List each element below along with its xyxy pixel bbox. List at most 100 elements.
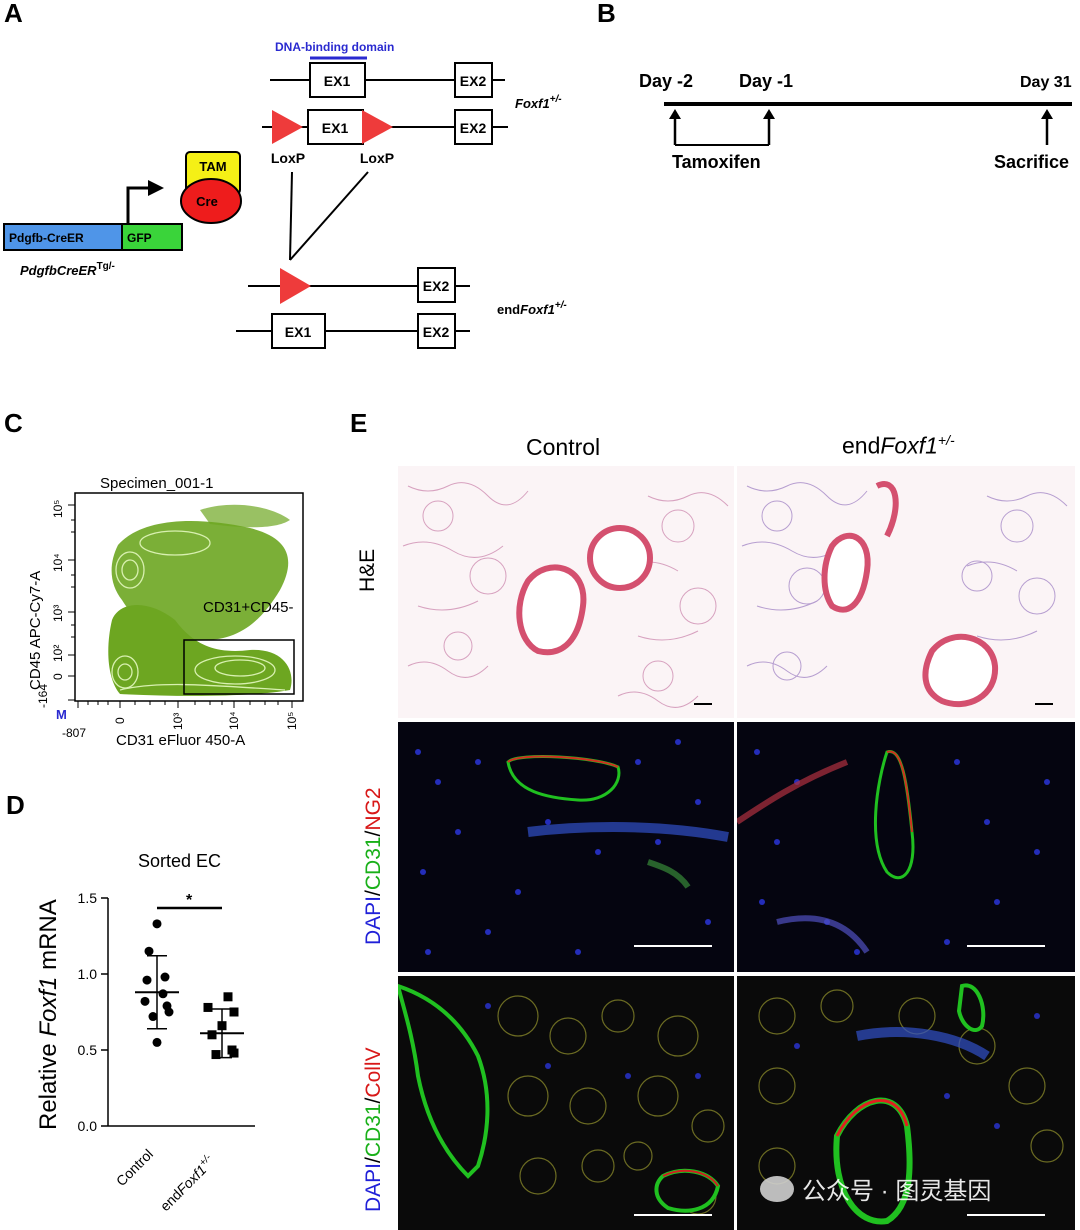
dna-binding-domain-label: DNA-binding domain	[275, 40, 394, 54]
allele1-ex1	[309, 62, 366, 98]
flow-specimen-title: Specimen_001-1	[100, 475, 213, 492]
gate-box	[183, 639, 295, 695]
allele2-ex1-label: EX1	[322, 120, 349, 136]
panel-b-timeline: Day -2 Day -1 Day 31 Tamoxifen Sacrifice	[639, 71, 1072, 172]
recomb-line-right	[289, 171, 369, 261]
loxp-triangle-1	[272, 110, 303, 144]
panel-d-dot-plot: Sorted EC Relative Foxf1 mRNA 0.0 0.5 1.0 1…	[35, 851, 255, 1214]
data-point	[223, 992, 233, 1002]
panel-c-flow-plot: Specimen_001-1 CD31+CD45- 10⁵ 10⁴ 10³ 10…	[27, 475, 304, 749]
flow-ylabel: CD45 APC-Cy7-A	[27, 571, 44, 690]
allele1-ex2	[454, 62, 493, 98]
allele1-ex1-label: EX1	[324, 73, 351, 89]
flow-xlabel: CD31 eFluor 450-A	[116, 732, 245, 749]
promoter-arrow	[126, 186, 150, 224]
day-31-label: Day 31	[1020, 74, 1072, 91]
pdgfb-creer-label: Pdgfb-CreER	[9, 231, 84, 245]
data-point	[203, 1002, 213, 1012]
panel-d-letter: D	[6, 790, 25, 820]
significance-star: *	[186, 892, 193, 909]
y-tick-1e5: 10⁵	[51, 500, 65, 518]
x-tick-1e3: 10³	[171, 713, 185, 730]
data-point	[144, 946, 154, 956]
loxp-triangle-2	[362, 110, 393, 144]
if-collv-image-control	[398, 976, 734, 1230]
loxp-label-2: LoxP	[360, 150, 394, 166]
x-tick-1e5: 10⁵	[285, 712, 299, 730]
y-tick-label: 1.0	[78, 966, 98, 982]
y-tick-1e3: 10³	[51, 605, 65, 622]
data-point	[207, 1030, 217, 1040]
y-tick-neg164: -164	[36, 684, 50, 708]
col-header-control: Control	[526, 434, 601, 460]
allele2-ex2-label: EX2	[460, 120, 487, 136]
gfp-label: GFP	[127, 231, 152, 245]
recomb-ex2	[417, 267, 456, 303]
day-minus2-label: Day -2	[639, 71, 693, 91]
y-tick-label: 1.5	[78, 890, 98, 906]
y-tick-label: 0.5	[78, 1042, 98, 1058]
wt-ex1-label: EX1	[285, 324, 312, 340]
y-tick-0: 0	[51, 673, 65, 680]
data-point	[160, 972, 170, 982]
x-tick-neg807: -807	[62, 726, 86, 740]
day-minus1-label: Day -1	[739, 71, 793, 91]
wt-ex2	[417, 313, 456, 349]
recomb-line-left	[289, 171, 293, 261]
recomb-ex2-label: EX2	[423, 278, 450, 294]
flow-m-marker: M	[56, 707, 67, 722]
allele1-ex2-label: EX2	[460, 73, 487, 89]
if-ng2-image-control	[398, 722, 734, 972]
cre-ellipse	[180, 178, 242, 224]
data-point	[152, 1037, 162, 1047]
row-label-ng2: DAPI/CD31/NG2	[362, 787, 385, 945]
dotplot-points	[135, 919, 244, 1060]
data-point	[140, 996, 150, 1006]
dotplot-y-ticks: 0.0 0.5 1.0 1.5	[78, 890, 108, 1134]
x-label-endfoxf1: endFoxf1+/-	[156, 1152, 218, 1214]
he-image-control	[398, 466, 734, 718]
wt-ex2-label: EX2	[423, 324, 450, 340]
y-tick-1e4: 10⁴	[51, 553, 65, 572]
cre-label: Cre	[196, 194, 218, 209]
wt-ex1	[271, 313, 326, 349]
dotplot-ylabel: Relative Foxf1 mRNA	[35, 899, 62, 1130]
dotplot-title: Sorted EC	[138, 851, 221, 871]
flow-density-cloud	[108, 504, 292, 696]
x-tick-0: 0	[113, 717, 127, 724]
row-label-collv: DAPI/CD31/CollV	[362, 1047, 385, 1212]
panel-e-letter: E	[350, 408, 368, 438]
panel-b-letter: B	[597, 0, 616, 28]
data-point	[142, 975, 152, 985]
flow-contours	[111, 530, 286, 691]
endfoxf1-allele-label: endFoxf1+/-	[497, 300, 567, 317]
transgene-label: PdgfbCreERTg/-	[20, 261, 115, 278]
loxp-triangle-recombined	[280, 268, 311, 304]
panel-a-letter: A	[4, 0, 23, 28]
data-point	[229, 1007, 239, 1017]
allele2-ex1	[307, 109, 364, 145]
row-label-he: H&E	[356, 548, 379, 592]
panel-a-diagram: DNA-binding domain EX1 EX2 EX1 EX2 LoxP …	[3, 40, 567, 349]
data-point	[164, 1007, 174, 1017]
foxf1-allele-label: Foxf1+/-	[515, 94, 562, 111]
data-point	[148, 1012, 158, 1022]
x-label-control: Control	[113, 1146, 156, 1189]
he-image-endfoxf1	[737, 466, 1075, 718]
panel-c-letter: C	[4, 408, 23, 438]
promoter-arrowhead	[148, 180, 164, 196]
tamoxifen-label: Tamoxifen	[672, 152, 761, 172]
data-point	[229, 1048, 239, 1058]
x-tick-1e4: 10⁴	[227, 711, 241, 730]
watermark: 公众号 · 图灵基因	[760, 1171, 991, 1206]
loxp-label-1: LoxP	[271, 150, 305, 166]
gate-label: CD31+CD45-	[203, 599, 293, 616]
y-tick-1e2: 10²	[51, 645, 65, 662]
allele2-ex2	[454, 109, 493, 145]
data-point	[211, 1050, 221, 1060]
wechat-icon	[760, 1175, 794, 1202]
sacrifice-label: Sacrifice	[994, 152, 1069, 172]
data-point	[152, 919, 162, 929]
if-ng2-image-endfoxf1	[737, 722, 1075, 972]
y-tick-label: 0.0	[78, 1118, 98, 1134]
